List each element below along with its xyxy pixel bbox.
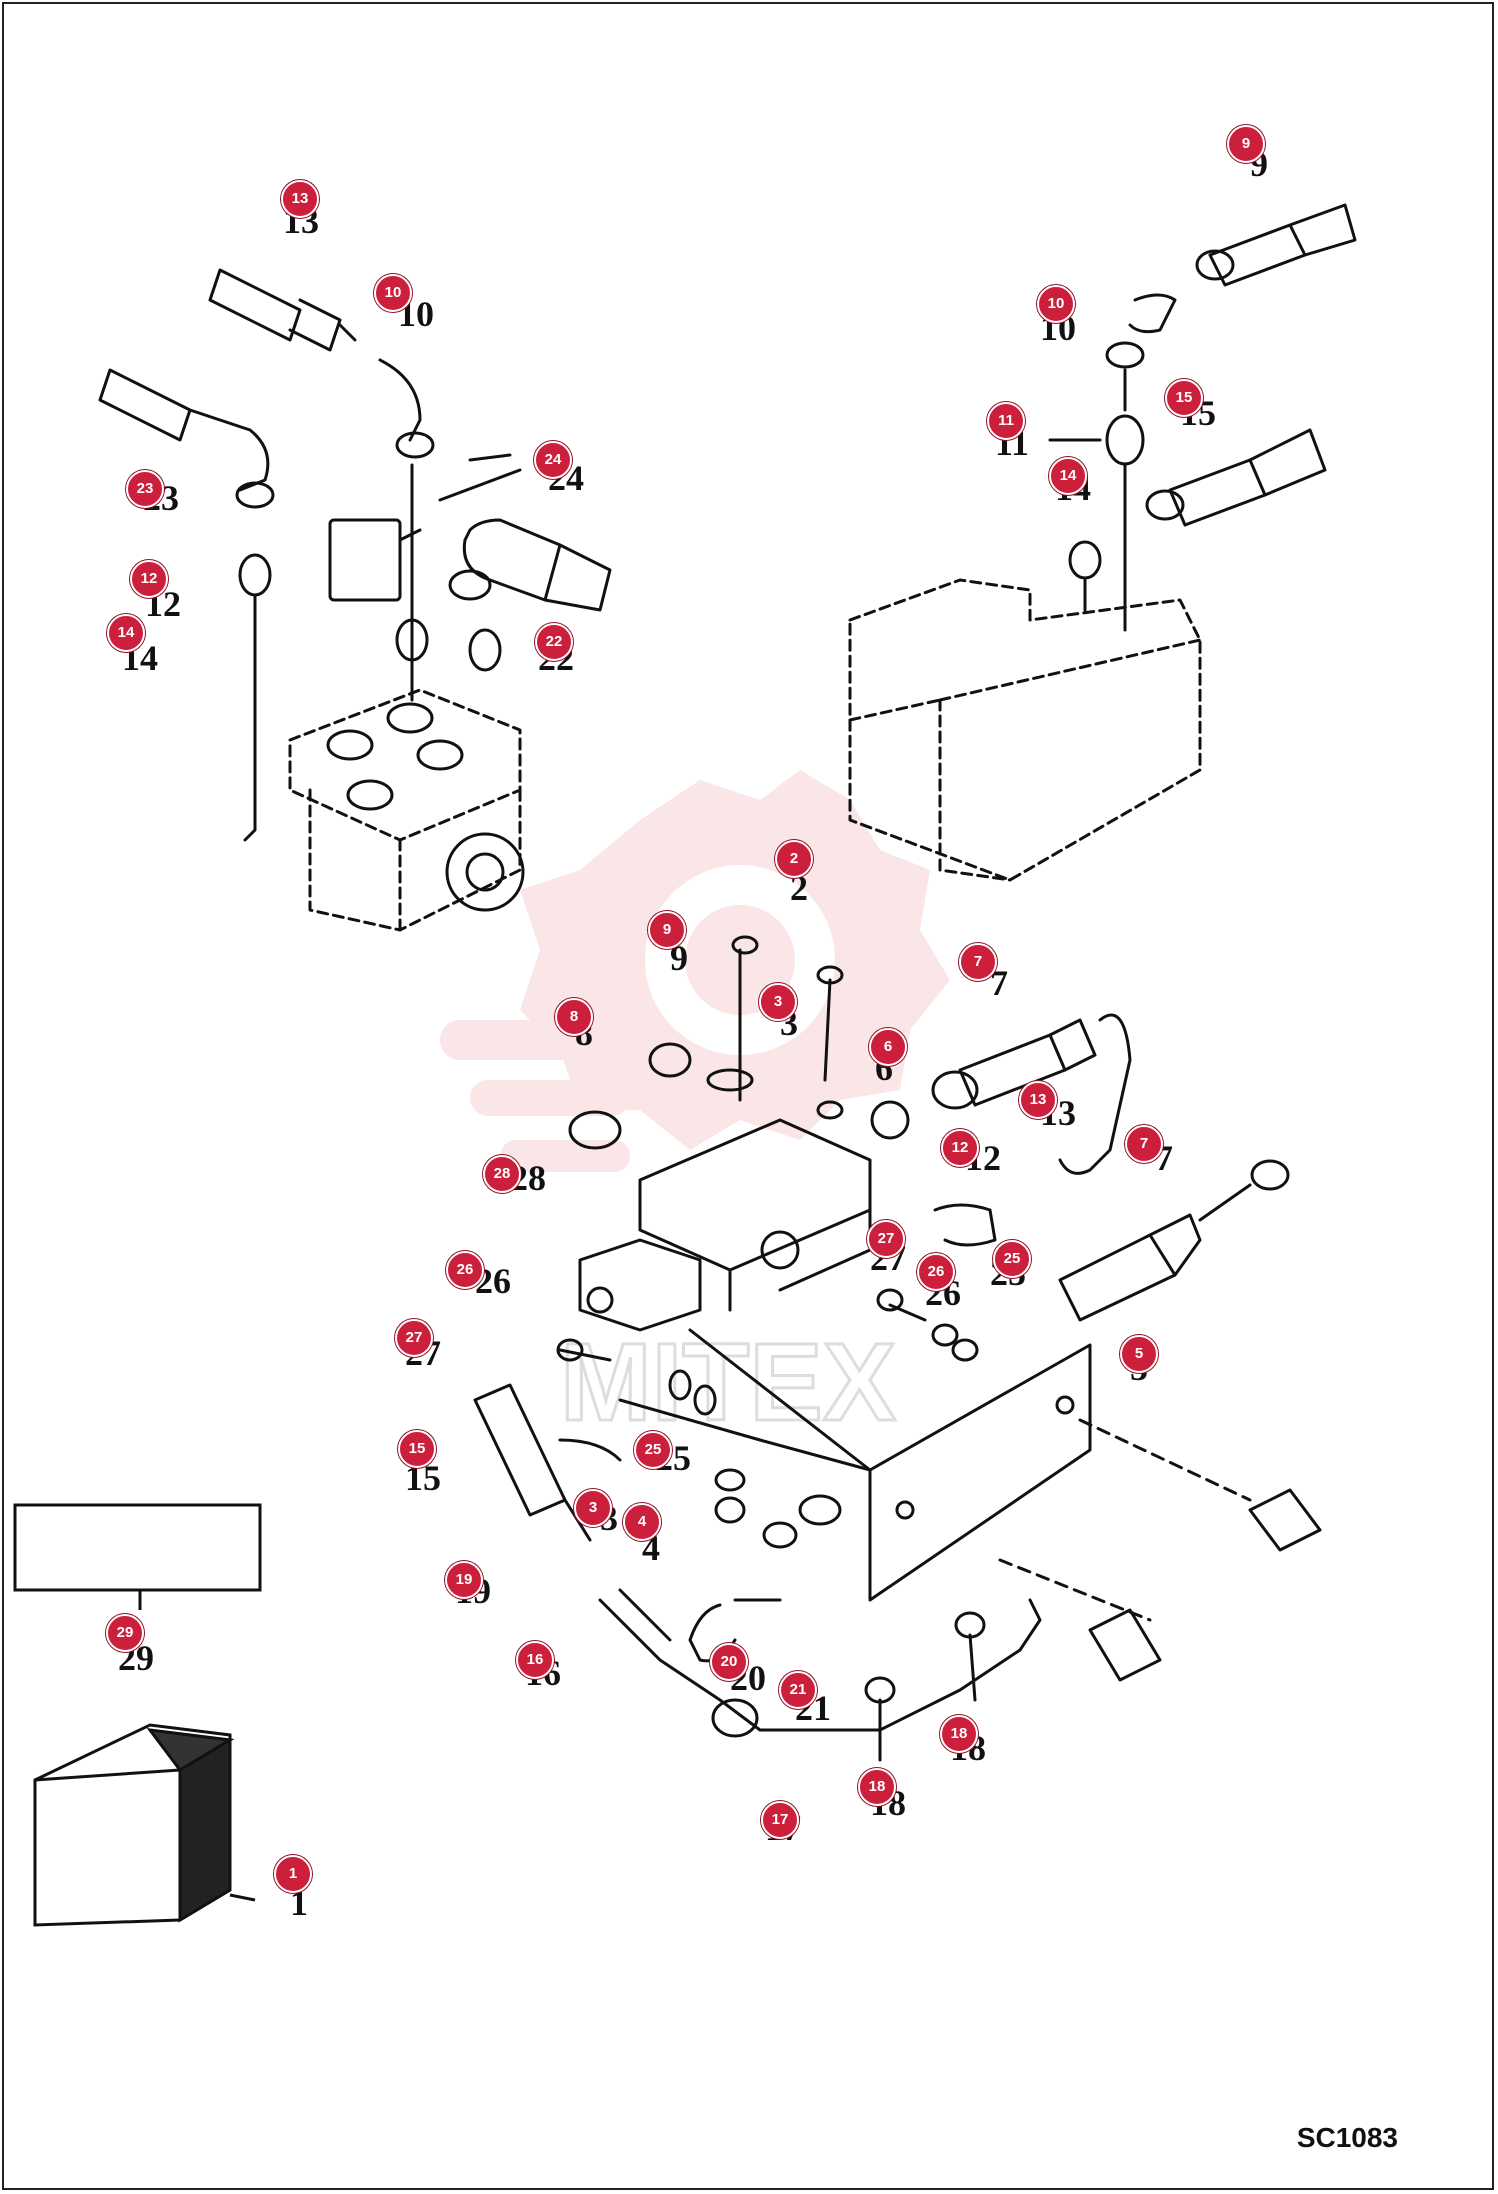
- callout-marker-8[interactable]: 8: [555, 998, 593, 1036]
- callout-marker-13[interactable]: 13: [281, 180, 319, 218]
- callout-marker-26[interactable]: 26: [446, 1251, 484, 1289]
- callout-marker-3[interactable]: 3: [759, 983, 797, 1021]
- hose-7-lower: [1058, 1159, 1290, 1322]
- callout-marker-25[interactable]: 25: [634, 1431, 672, 1469]
- manifold-block-central: [638, 1118, 872, 1312]
- part-number-label: 2: [790, 868, 808, 908]
- hose-15-right: [1145, 428, 1327, 527]
- hose-23-upper: [98, 368, 275, 509]
- clamps-18: [864, 1611, 986, 1762]
- elbow-12-central: [933, 1203, 997, 1247]
- callout-marker-22[interactable]: 22: [535, 623, 573, 661]
- fitting-group-upper-right: [1048, 368, 1145, 632]
- hose-24: [448, 518, 612, 612]
- callout-marker-7[interactable]: 7: [1125, 1125, 1163, 1163]
- callout-marker-16[interactable]: 16: [516, 1641, 554, 1679]
- callout-marker-10[interactable]: 10: [1037, 285, 1075, 323]
- hose-9-right: [1195, 203, 1357, 287]
- callout-marker-10[interactable]: 10: [374, 274, 412, 312]
- callout-marker-21[interactable]: 21: [779, 1671, 817, 1709]
- pipe-ends-right: [1088, 1488, 1322, 1682]
- callout-marker-12[interactable]: 12: [941, 1129, 979, 1167]
- part-number-label: 9: [670, 938, 688, 978]
- watermark-text: MITEX: [560, 1321, 896, 1444]
- decal-29: [13, 1503, 262, 1610]
- callout-marker-17[interactable]: 17: [761, 1801, 799, 1839]
- callout-marker-4[interactable]: 4: [623, 1503, 661, 1541]
- callout-marker-24[interactable]: 24: [534, 441, 572, 479]
- callout-marker-14[interactable]: 14: [1049, 457, 1087, 495]
- hose-7-central: [931, 1013, 1132, 1175]
- valve-block-ports: [326, 702, 525, 912]
- elbow-10-right: [1105, 293, 1177, 369]
- callout-marker-5[interactable]: 5: [1120, 1335, 1158, 1373]
- callout-marker-9[interactable]: 9: [648, 911, 686, 949]
- callout-marker-2[interactable]: 2: [775, 840, 813, 878]
- callout-marker-15[interactable]: 15: [1165, 379, 1203, 417]
- callout-marker-3[interactable]: 3: [574, 1489, 612, 1527]
- callout-marker-13[interactable]: 13: [1019, 1081, 1057, 1119]
- callout-marker-11[interactable]: 11: [987, 402, 1025, 440]
- callout-marker-29[interactable]: 29: [106, 1614, 144, 1652]
- callout-marker-9[interactable]: 9: [1227, 125, 1265, 163]
- callout-marker-27[interactable]: 27: [395, 1319, 433, 1357]
- callout-marker-1[interactable]: 1: [274, 1855, 312, 1893]
- hardware-lower: [556, 1288, 979, 1549]
- bolts-2: [731, 935, 844, 1102]
- drawing-code: SC1083: [1296, 2122, 1398, 2153]
- solenoid-central: [578, 1238, 702, 1332]
- callout-marker-23[interactable]: 23: [126, 470, 164, 508]
- operators-manual-1: [33, 1723, 256, 1927]
- reservoir-upper-right: [848, 578, 1202, 882]
- bracket-plate-5: [618, 1328, 1092, 1602]
- callout-marker-25[interactable]: 25: [993, 1240, 1031, 1278]
- callout-marker-15[interactable]: 15: [398, 1430, 436, 1468]
- callout-marker-26[interactable]: 26: [917, 1253, 955, 1291]
- part-number-label: 1: [290, 1883, 308, 1923]
- callout-marker-18[interactable]: 18: [940, 1715, 978, 1753]
- fittings-central: [568, 1042, 910, 1150]
- callout-marker-6[interactable]: 6: [869, 1028, 907, 1066]
- part-number-label: 7: [990, 963, 1008, 1003]
- fitting-group-upper-left: [238, 453, 522, 842]
- extension-lines-right: [998, 1418, 1252, 1622]
- callout-marker-7[interactable]: 7: [959, 943, 997, 981]
- elbow-10-upper: [378, 358, 435, 459]
- callout-marker-18[interactable]: 18: [858, 1768, 896, 1806]
- callout-marker-27[interactable]: 27: [867, 1220, 905, 1258]
- callout-marker-28[interactable]: 28: [483, 1155, 521, 1193]
- callout-marker-12[interactable]: 12: [130, 560, 168, 598]
- solenoid-coil: [328, 518, 422, 602]
- valve-block-upper-left: [288, 688, 522, 932]
- callout-marker-14[interactable]: 14: [107, 614, 145, 652]
- callout-marker-20[interactable]: 20: [710, 1643, 748, 1681]
- callout-marker-19[interactable]: 19: [445, 1561, 483, 1599]
- hose-13-upper: [208, 268, 357, 352]
